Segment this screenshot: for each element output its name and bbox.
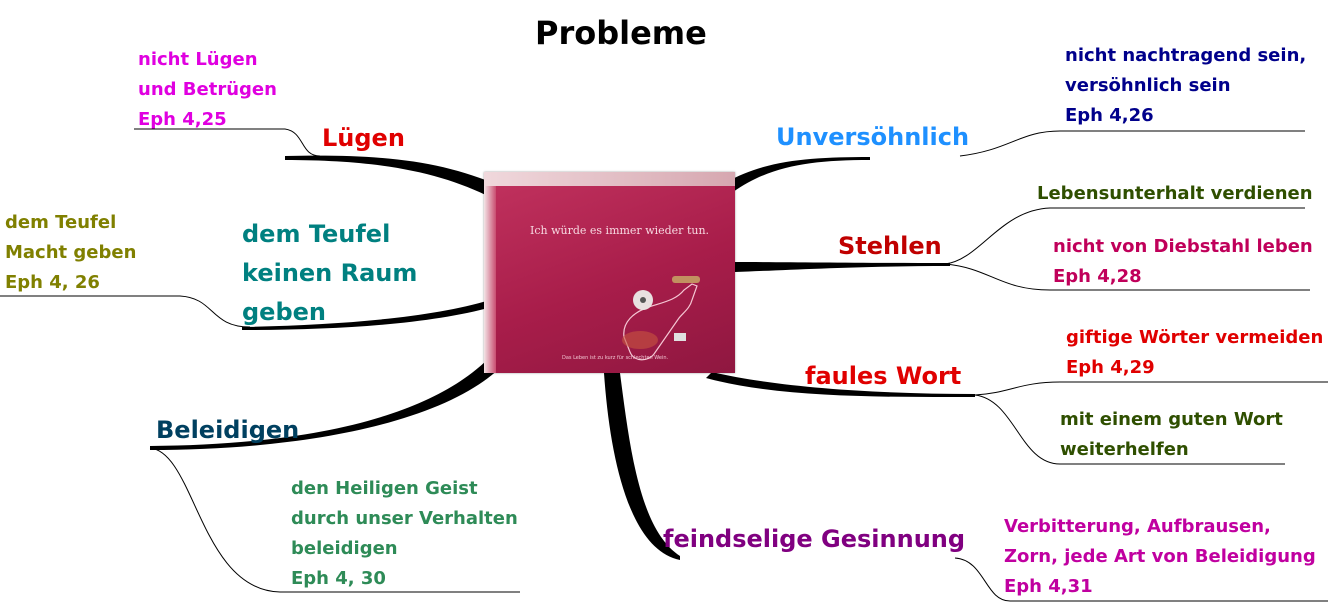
branch-teufel-line: dem Teufel	[242, 220, 391, 248]
note-line: Eph 4,31	[1004, 576, 1093, 597]
note-line: und Betrügen	[138, 79, 277, 100]
note-line: giftige Wörter vermeiden	[1066, 327, 1324, 348]
branch-unversoehnlich-connector	[725, 157, 870, 192]
branch-stehlen-connector	[735, 262, 950, 272]
note-line: dem Teufel	[5, 212, 117, 233]
note-luegen-connector	[134, 128, 321, 157]
note-feindselige-gesinnung: Verbitterung, Aufbrausen, Zorn, jede Art…	[1004, 512, 1316, 602]
note-stehlen-connector-2	[944, 263, 1310, 291]
photo-top-strip	[484, 172, 735, 186]
note-line: Macht geben	[5, 242, 137, 263]
note-line: nicht nachtragend sein,	[1065, 45, 1307, 66]
note-line: Lebensunterhalt verdienen	[1037, 183, 1313, 204]
note-line: weiterhelfen	[1060, 439, 1189, 460]
note-luegen: nicht Lügen und Betrügen Eph 4,25	[138, 45, 277, 135]
note-beleidigen: den Heiligen Geist durch unser Verhalten…	[291, 474, 518, 594]
page-title: Probleme	[535, 14, 707, 52]
branch-beleidigen-label: Beleidigen	[156, 416, 300, 444]
note-faules-wort-1: giftige Wörter vermeiden Eph 4,29	[1066, 323, 1323, 383]
note-line: nicht von Diebstahl leben	[1053, 236, 1313, 257]
note-unversoehnlich-connector	[959, 130, 1305, 157]
note-faules-wort-2: mit einem guten Wort weiterhelfen	[1060, 405, 1283, 465]
branch-luegen-label: Lügen	[322, 124, 405, 152]
note-feindselig-connector	[954, 557, 1328, 602]
note-teufel: dem Teufel Macht geben Eph 4, 26	[5, 208, 136, 298]
note-line: Eph 4,25	[138, 109, 227, 130]
branch-teufel-connector	[242, 300, 492, 330]
sub-branches	[0, 128, 1328, 602]
note-line: beleidigen	[291, 538, 398, 559]
note-line: Eph 4,26	[1065, 105, 1154, 126]
note-teufel-connector	[0, 295, 251, 328]
note-line: Eph 4,28	[1053, 266, 1142, 287]
photo-slogan: Ich würde es immer wieder tun.	[530, 224, 710, 237]
photo-fine-print: Das Leben ist zu kurz für schlechten Wei…	[562, 355, 669, 361]
note-stehlen-connector-1	[944, 207, 1305, 265]
branch-luegen-connector	[285, 155, 500, 198]
branch-faules-wort-label: faules Wort	[805, 362, 962, 390]
note-line: durch unser Verhalten	[291, 508, 518, 529]
note-line: mit einem guten Wort	[1060, 409, 1283, 430]
branch-teufel-line: geben	[242, 298, 326, 326]
note-line: Verbitterung, Aufbrausen,	[1004, 516, 1271, 537]
branch-feindselige-gesinnung-label: feindselige Gesinnung	[663, 525, 966, 553]
branch-teufel-label: dem Teufel keinen Raum geben	[242, 215, 417, 332]
note-line: Eph 4, 30	[291, 568, 386, 589]
note-line: Eph 4, 26	[5, 272, 100, 293]
note-line: Eph 4,29	[1066, 357, 1155, 378]
central-image: Ich würde es immer wieder tun. Das Leben…	[484, 172, 735, 373]
note-line: Zorn, jede Art von Beleidigung	[1004, 546, 1316, 567]
note-line: den Heiligen Geist	[291, 478, 478, 499]
bottle-illustration	[622, 276, 700, 361]
branch-beleidigen-connector	[150, 355, 500, 450]
note-faules-connector-2	[974, 394, 1285, 465]
note-line: nicht Lügen	[138, 49, 258, 70]
branch-stehlen-label: Stehlen	[838, 232, 942, 260]
note-unversoehnlich: nicht nachtragend sein, versöhnlich sein…	[1065, 41, 1306, 131]
main-branches	[150, 155, 975, 560]
photo-left-edge	[484, 186, 496, 373]
branch-feindselig-connector	[604, 373, 680, 560]
note-beleidigen-connector	[149, 447, 520, 593]
note-stehlen-2: nicht von Diebstahl leben Eph 4,28	[1053, 232, 1313, 292]
branch-unversoehnlich-label: Unversöhnlich	[776, 123, 970, 151]
branch-teufel-line: keinen Raum	[242, 259, 418, 287]
note-stehlen-1: Lebensunterhalt verdienen	[1037, 179, 1313, 209]
branch-faules-connector	[706, 372, 975, 398]
note-line: versöhnlich sein	[1065, 75, 1231, 96]
note-faules-connector-1	[974, 381, 1328, 396]
